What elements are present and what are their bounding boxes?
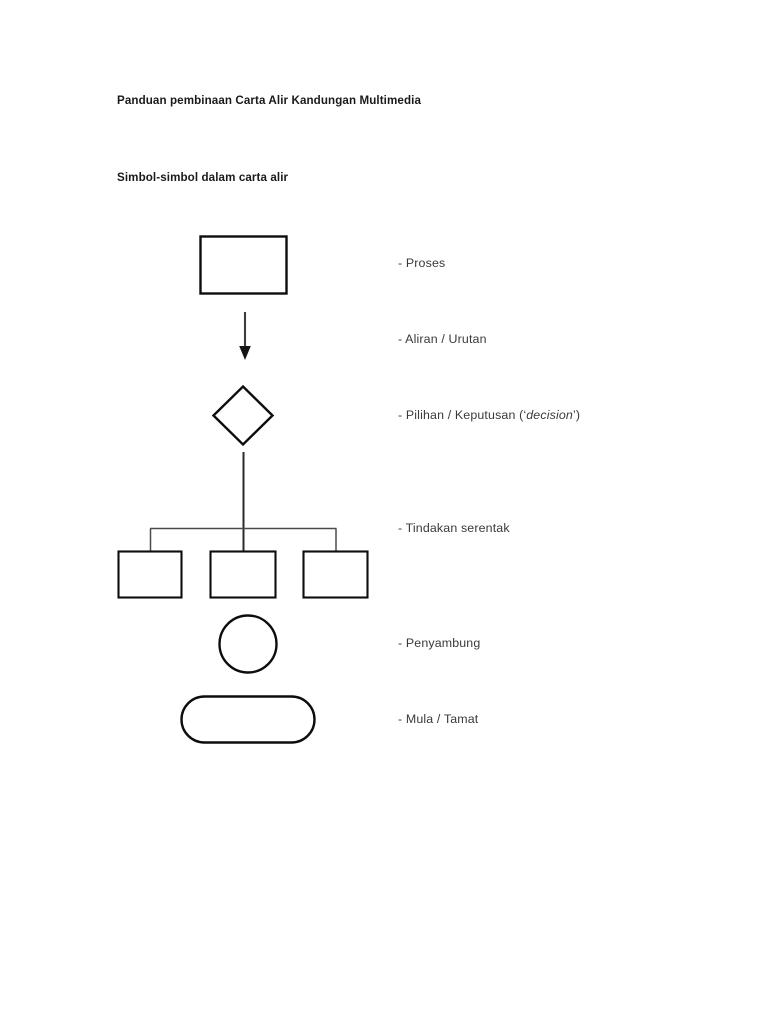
connector-circle <box>218 614 278 674</box>
terminator-stadium <box>180 695 316 744</box>
concurrent-box-middle <box>209 550 277 599</box>
process-rectangle <box>199 235 288 295</box>
legend-label-proses: - Proses <box>398 256 446 270</box>
concurrent-box-left <box>117 550 183 599</box>
legend-decision-prefix: - Pilihan / Keputusan (‘ <box>398 408 527 422</box>
legend-label-aliran-urutan: - Aliran / Urutan <box>398 332 487 346</box>
concurrent-box-right <box>302 550 369 599</box>
concurrent-action-group <box>117 452 369 599</box>
legend-label-tindakan-serentak: - Tindakan serentak <box>398 521 510 535</box>
legend-label-mula-tamat: - Mula / Tamat <box>398 712 479 726</box>
section-title: Simbol-simbol dalam carta alir <box>117 171 289 184</box>
legend-label-pilihan-keputusan: - Pilihan / Keputusan (‘decision’) <box>398 408 580 422</box>
legend-decision-emphasis: decision <box>526 408 573 422</box>
legend-decision-suffix: ’) <box>572 408 581 422</box>
flow-arrow <box>239 312 251 360</box>
decision-diamond <box>211 384 275 447</box>
page-title: Panduan pembinaan Carta Alir Kandungan M… <box>117 94 422 107</box>
legend-label-penyambung: - Penyambung <box>398 636 481 650</box>
